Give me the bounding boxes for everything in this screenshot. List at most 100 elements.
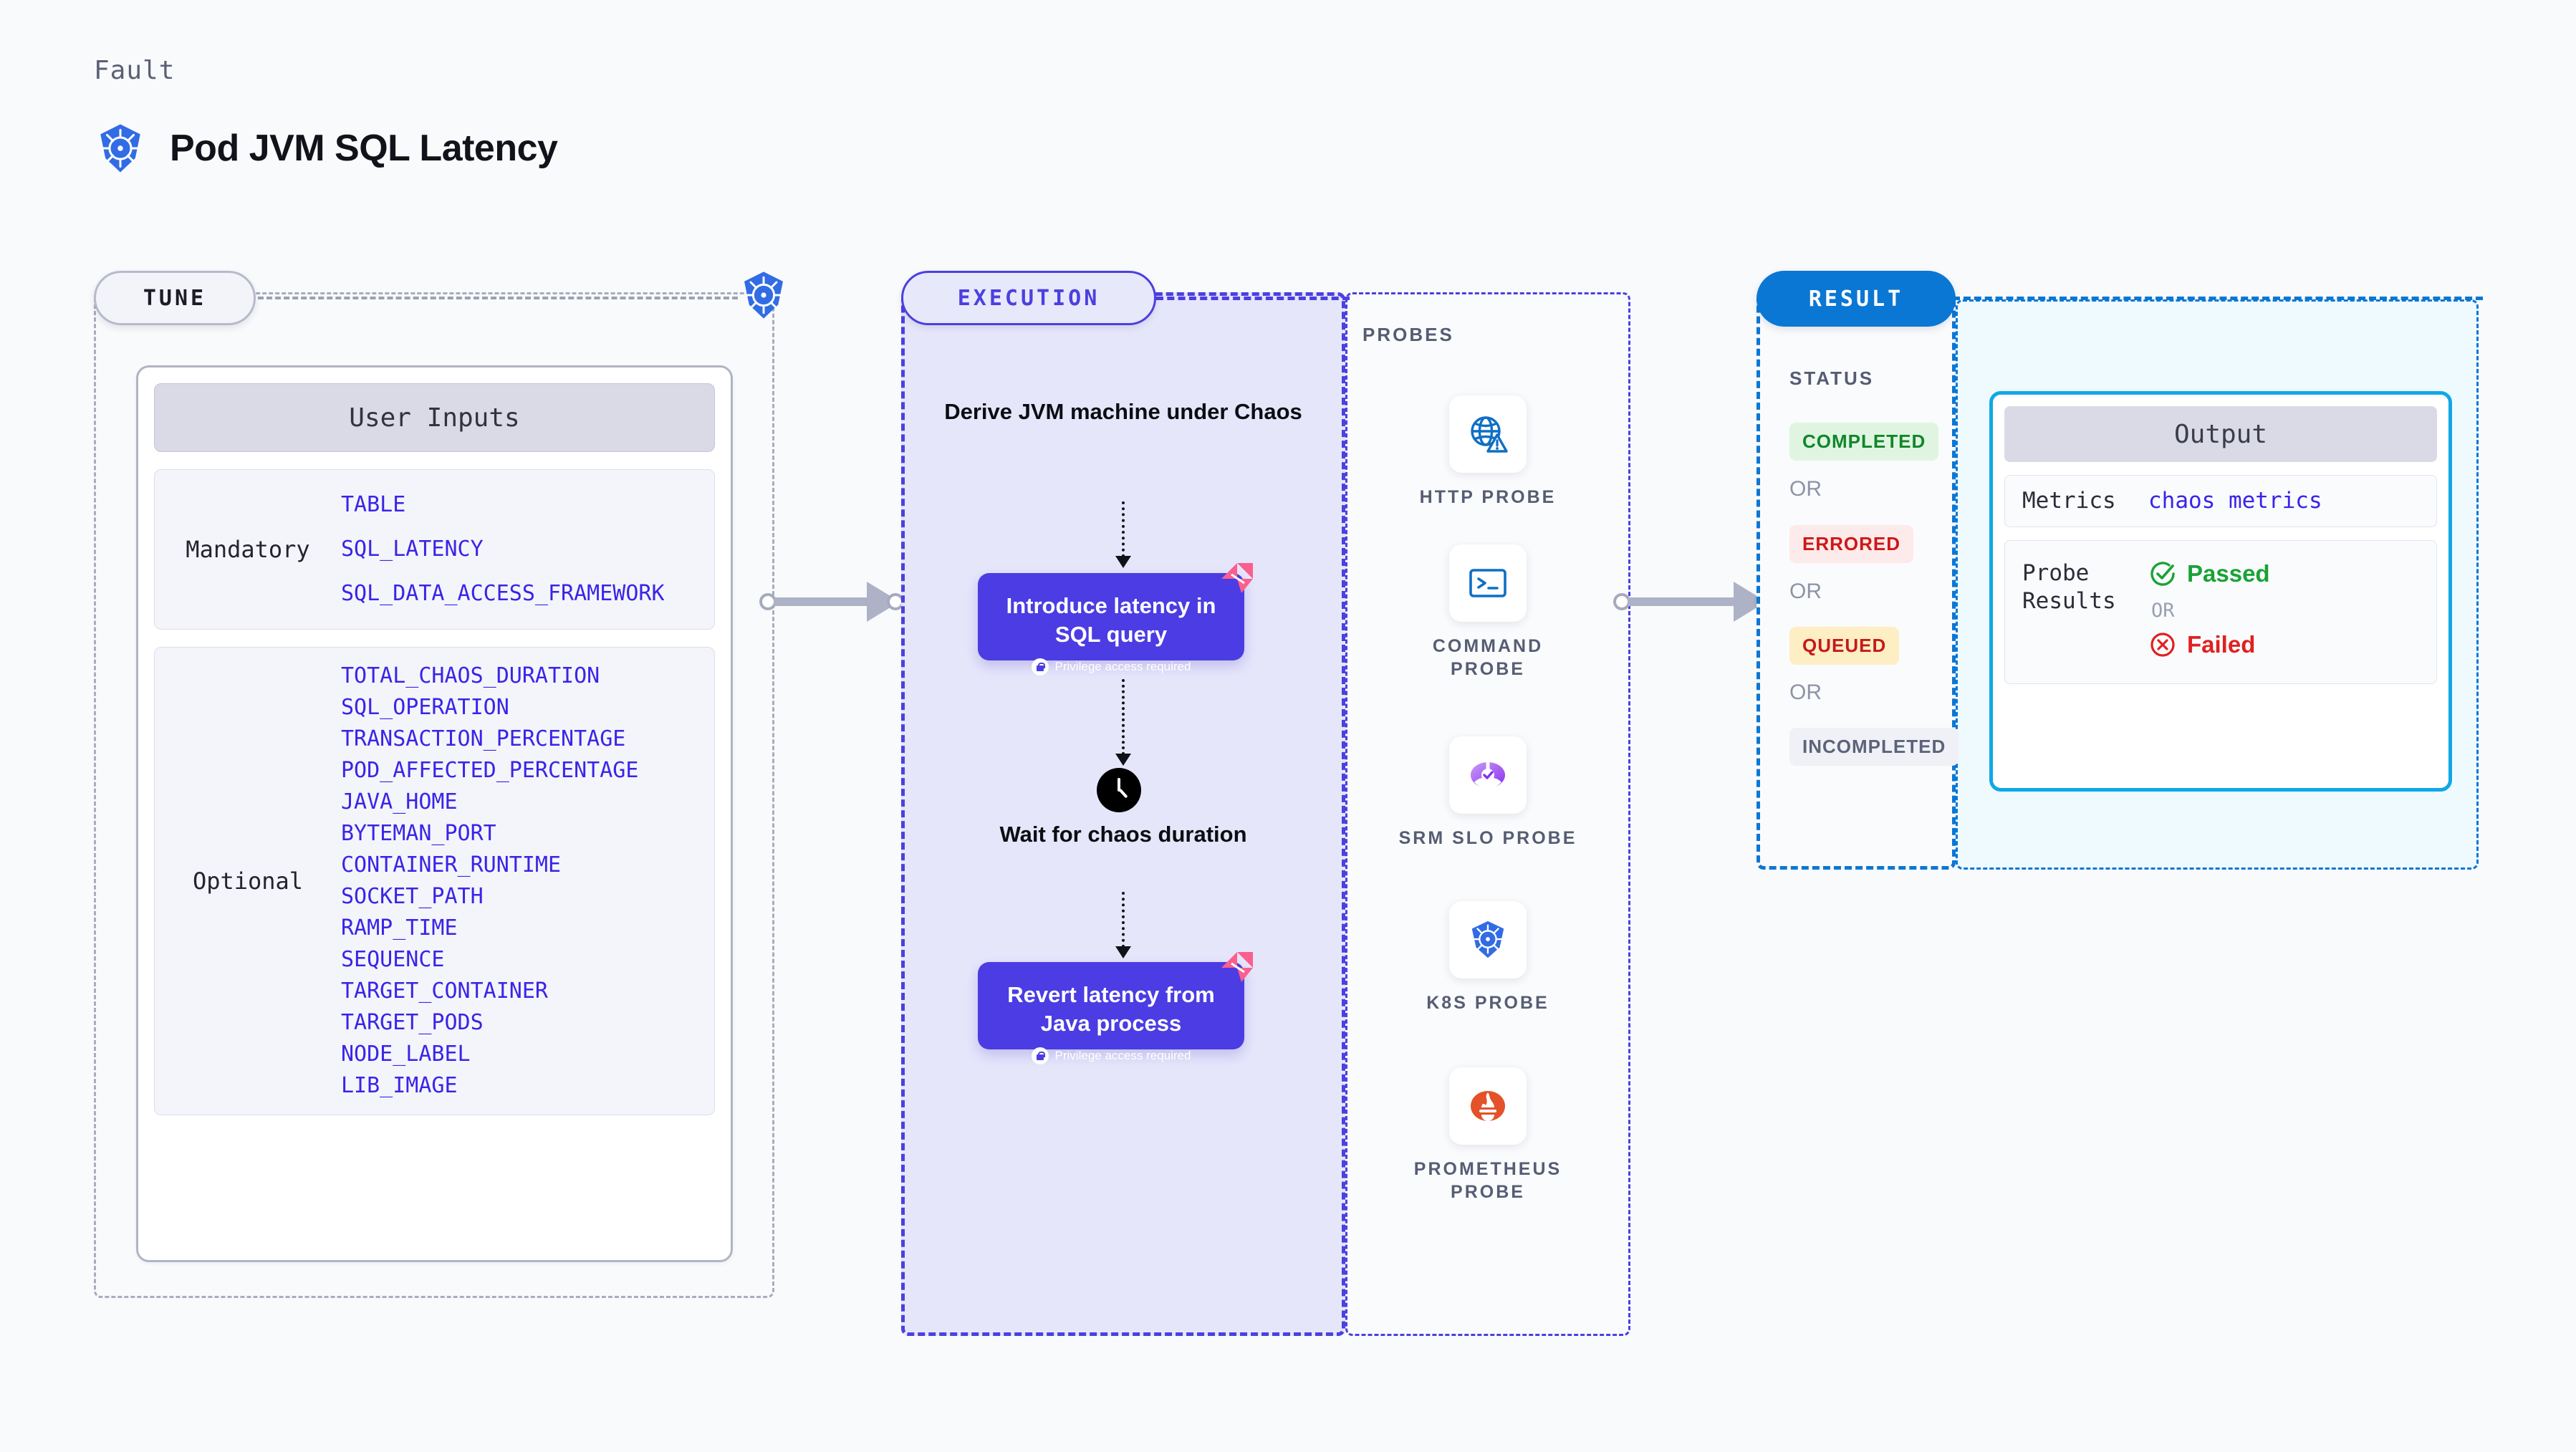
param-item[interactable]: TRANSACTION_PERCENTAGE xyxy=(341,726,626,751)
privilege-row: Privilege access required xyxy=(991,1047,1231,1065)
param-item[interactable]: BYTEMAN_PORT xyxy=(341,821,496,846)
status-label: STATUS xyxy=(1789,367,1875,389)
metrics-value[interactable]: chaos metrics xyxy=(2148,488,2322,514)
lock-icon xyxy=(1031,658,1049,676)
probe-tile xyxy=(1449,901,1527,979)
clock-icon xyxy=(1097,768,1141,812)
metrics-key: Metrics xyxy=(2022,488,2116,514)
tune-pill[interactable]: TUNE xyxy=(94,271,256,325)
kubernetes-icon xyxy=(100,124,140,173)
result-pill[interactable]: RESULT xyxy=(1756,271,1956,327)
execution-card-title: Introduce latency in SQL query xyxy=(1006,593,1216,647)
status-or: OR xyxy=(1789,681,1822,704)
flow-arrow-head xyxy=(1115,556,1131,568)
optional-label: Optional xyxy=(192,867,304,895)
user-inputs-card: User Inputs Mandatory TABLE SQL_LATENCY … xyxy=(136,365,733,1262)
probe-result-passed: Passed xyxy=(2148,559,2270,588)
page-title-row: Pod JVM SQL Latency xyxy=(94,122,558,175)
param-item[interactable]: SQL_OPERATION xyxy=(341,695,509,720)
flow-arrow-head xyxy=(1115,946,1131,958)
tune-frame xyxy=(94,292,774,1298)
probe-srm-slo[interactable]: SRM SLO PROBE xyxy=(1393,736,1582,850)
probe-tile xyxy=(1449,544,1527,622)
step-wait-label: Wait for chaos duration xyxy=(999,822,1247,847)
x-circle-icon xyxy=(2150,633,2175,657)
optional-group: Optional TOTAL_CHAOS_DURATION SQL_OPERAT… xyxy=(154,647,715,1115)
privilege-label: Privilege access required xyxy=(1054,660,1191,674)
param-item[interactable]: TARGET_PODS xyxy=(341,1010,484,1035)
probe-http[interactable]: HTTP PROBE xyxy=(1393,395,1582,509)
param-item[interactable]: TOTAL_CHAOS_DURATION xyxy=(341,663,600,688)
param-item[interactable]: CONTAINER_RUNTIME xyxy=(341,852,562,878)
param-item[interactable]: JAVA_HOME xyxy=(341,789,458,814)
execution-pill[interactable]: EXECUTION xyxy=(901,271,1156,325)
probe-result-or: OR xyxy=(2151,599,2175,622)
param-item[interactable]: LIB_IMAGE xyxy=(341,1073,458,1098)
page-title: Pod JVM SQL Latency xyxy=(170,128,558,169)
fault-eyebrow: Fault xyxy=(94,56,176,85)
lock-icon xyxy=(1031,1047,1049,1065)
status-badge-incompleted: INCOMPLETED xyxy=(1789,728,1959,766)
passed-label: Passed xyxy=(2187,559,2270,587)
execution-card-title: Revert latency from Java process xyxy=(1007,982,1215,1036)
kubernetes-icon xyxy=(1471,920,1504,958)
execution-connector-line xyxy=(1156,297,1350,300)
probe-tile xyxy=(1449,1067,1527,1145)
execution-frame xyxy=(901,292,1345,1336)
optional-param-list: TOTAL_CHAOS_DURATION SQL_OPERATION TRANS… xyxy=(341,660,714,1102)
check-circle-icon xyxy=(2150,562,2175,586)
status-badge-queued: QUEUED xyxy=(1789,627,1900,665)
param-item[interactable]: RAMP_TIME xyxy=(341,915,458,941)
kubernetes-icon xyxy=(744,271,783,319)
status-badge-errored: ERRORED xyxy=(1789,525,1914,563)
param-item[interactable]: SOCKET_PATH xyxy=(341,884,484,909)
flow-arrow-head xyxy=(1115,754,1131,766)
output-probe-results-row: Probe Results Passed OR Faile xyxy=(2004,539,2437,684)
param-item[interactable]: TABLE xyxy=(341,492,406,517)
flow-arrow-line xyxy=(1122,501,1125,557)
param-item[interactable]: SQL_DATA_ACCESS_FRAMEWORK xyxy=(341,581,665,606)
param-item[interactable]: POD_AFFECTED_PERCENTAGE xyxy=(341,758,639,783)
arrow-execution-to-result xyxy=(1613,582,1772,622)
flow-arrow-line xyxy=(1122,892,1125,948)
probe-label: PROMETHEUS PROBE xyxy=(1413,1159,1562,1202)
mandatory-param-list: TABLE SQL_LATENCY SQL_DATA_ACCESS_FRAMEW… xyxy=(341,483,714,616)
output-card: Output Metrics chaos metrics Probe Resul… xyxy=(1989,391,2452,792)
prometheus-icon xyxy=(1471,1091,1505,1121)
mandatory-group: Mandatory TABLE SQL_LATENCY SQL_DATA_ACC… xyxy=(154,469,715,630)
probe-tile xyxy=(1449,395,1527,473)
globe-warning-icon xyxy=(1471,416,1508,453)
execution-card-revert[interactable]: Revert latency from Java process Privile… xyxy=(978,952,1253,1065)
privilege-row: Privilege access required xyxy=(991,658,1231,676)
probe-label: COMMAND PROBE xyxy=(1432,636,1544,679)
probe-tile xyxy=(1449,736,1527,814)
param-item[interactable]: TARGET_CONTAINER xyxy=(341,979,548,1004)
status-badge-completed: COMPLETED xyxy=(1789,423,1939,461)
param-item[interactable]: SEQUENCE xyxy=(341,947,445,972)
probe-k8s[interactable]: K8S PROBE xyxy=(1393,901,1582,1014)
failed-label: Failed xyxy=(2187,630,2256,658)
probe-results-values: Passed OR Failed xyxy=(2148,559,2270,659)
probe-prometheus[interactable]: PROMETHEUS PROBE xyxy=(1393,1067,1582,1203)
user-inputs-title: User Inputs xyxy=(154,383,715,452)
output-title: Output xyxy=(2004,406,2437,462)
probe-result-failed: Failed xyxy=(2148,630,2270,659)
result-connector-line xyxy=(1953,297,2483,300)
mandatory-label: Mandatory xyxy=(186,536,310,563)
param-item[interactable]: NODE_LABEL xyxy=(341,1042,471,1067)
param-item[interactable]: SQL_LATENCY xyxy=(341,537,484,562)
execution-card-inject[interactable]: Introduce latency in SQL query Privilege… xyxy=(978,563,1253,676)
probe-results-key: Probe Results xyxy=(2022,559,2116,614)
terminal-icon xyxy=(1469,569,1506,597)
status-or: OR xyxy=(1789,580,1822,603)
probe-command[interactable]: COMMAND PROBE xyxy=(1393,544,1582,681)
result-status-frame xyxy=(1756,292,1956,870)
tune-connector-line xyxy=(258,297,738,299)
probe-label: SRM SLO PROBE xyxy=(1398,828,1577,848)
output-metrics-row: Metrics chaos metrics xyxy=(2004,475,2437,527)
probe-label: K8S PROBE xyxy=(1426,993,1549,1013)
flow-arrow-line xyxy=(1122,679,1125,755)
step-derive-label: Derive JVM machine under Chaos xyxy=(944,399,1302,424)
status-or: OR xyxy=(1789,477,1822,501)
